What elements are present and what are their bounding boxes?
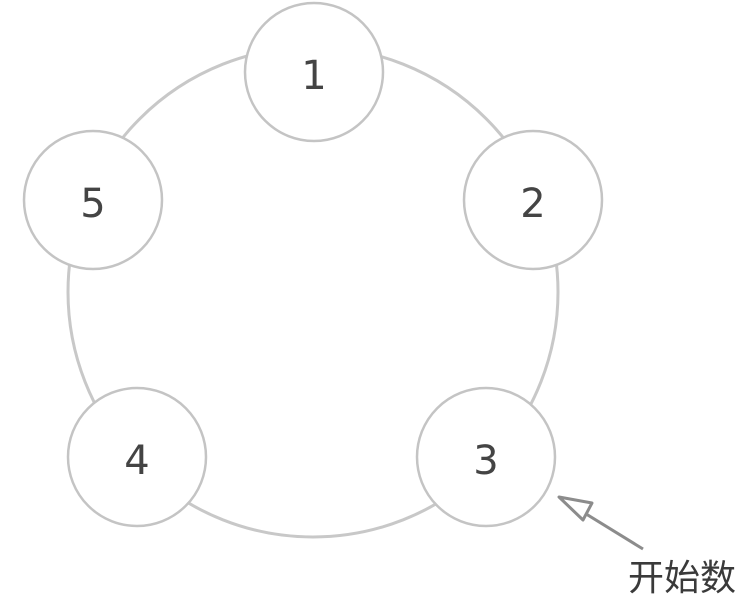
node-label: 3 [473, 438, 498, 484]
node-circle [66, 386, 208, 528]
node-label: 4 [124, 438, 149, 484]
node-5: 5 [22, 129, 164, 271]
start-arrow [557, 495, 644, 551]
node-circle [462, 129, 604, 271]
node-1: 1 [243, 1, 385, 143]
node-label: 5 [80, 181, 105, 227]
node-circle [243, 1, 385, 143]
node-circle [415, 386, 557, 528]
node-label: 1 [301, 53, 326, 99]
node-circle [22, 129, 164, 271]
node-label: 2 [520, 181, 545, 227]
node-2: 2 [462, 129, 604, 271]
node-3: 3 [415, 386, 557, 528]
node-4: 4 [66, 386, 208, 528]
start-label: 开始数 [628, 558, 736, 599]
